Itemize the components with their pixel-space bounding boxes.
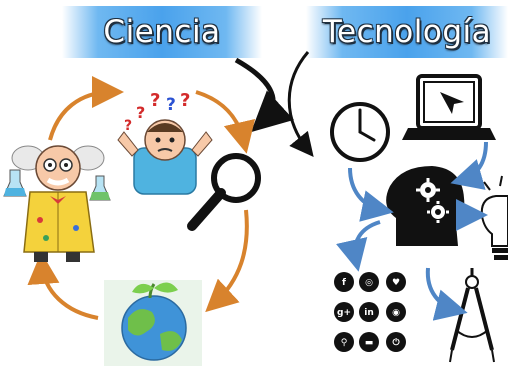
linkedin-icon <box>359 302 379 322</box>
briefcase-icon <box>359 332 379 352</box>
briefcase-glyph: ▬ <box>365 338 374 348</box>
twitter-icon <box>386 272 406 292</box>
social-media-icons: f ◎ ♥ g+ in ◉ ⚲ ▬ ⏻ <box>334 272 406 352</box>
location-icon <box>334 332 354 352</box>
google-plus-icon <box>334 302 354 322</box>
facebook-icon <box>334 272 354 292</box>
power-glyph: ⏻ <box>392 337 400 348</box>
instagram-glyph: ◎ <box>365 278 373 288</box>
head-gears-icon <box>386 166 465 246</box>
tecnologia-banner: Tecnología <box>306 6 508 58</box>
power-icon <box>386 332 406 352</box>
ciencia-banner: Ciencia <box>62 6 262 58</box>
light-bulb-icon <box>480 175 508 260</box>
scientist-illustration <box>3 145 111 262</box>
question-mark: ? <box>124 118 132 134</box>
question-mark: ? <box>180 90 190 111</box>
technology-arrows <box>336 141 488 321</box>
science-cycle-arrows <box>27 76 256 320</box>
linkedin-glyph: in <box>364 308 374 318</box>
twitter-glyph: ♥ <box>392 278 400 288</box>
question-mark: ? <box>150 90 160 111</box>
ciencia-title: Ciencia <box>103 14 221 50</box>
tecnologia-title: Tecnología <box>322 14 492 50</box>
earth-sprout-illustration <box>104 280 202 366</box>
question-mark: ? <box>166 95 176 115</box>
connector-arrows <box>234 51 314 157</box>
whatsapp-icon <box>386 302 406 322</box>
question-mark: ? <box>136 103 145 122</box>
clock-icon <box>330 102 390 162</box>
instagram-icon <box>359 272 379 292</box>
compass-icon <box>449 268 495 363</box>
magnifying-glass-icon <box>187 153 261 231</box>
google-plus-glyph: g+ <box>337 308 351 318</box>
location-glyph: ⚲ <box>341 338 348 348</box>
facebook-glyph: f <box>342 278 346 288</box>
whatsapp-glyph: ◉ <box>392 308 400 318</box>
laptop-icon <box>402 74 496 140</box>
confused-man-illustration: ? ? ? ? ? <box>117 90 213 195</box>
